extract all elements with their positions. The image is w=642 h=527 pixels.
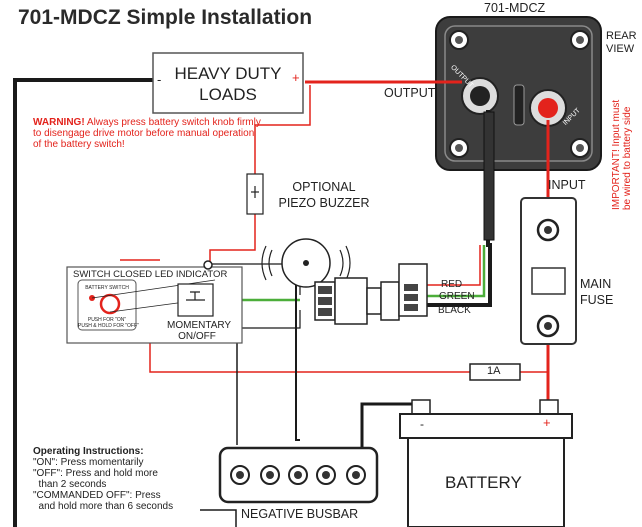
piezo-buzzer: [261, 238, 351, 288]
led-symbol: [203, 260, 213, 270]
negative-busbar-label: NEGATIVE BUSBAR: [241, 507, 359, 521]
piezo-line-1: OPTIONAL: [292, 180, 356, 194]
inline-1a-fuse: [469, 363, 521, 381]
panel-push-off: PUSH & HOLD FOR "OFF": [78, 323, 139, 329]
wire-red-label: RED: [441, 279, 463, 290]
main-fuse: [520, 197, 577, 345]
warning-body: Always press battery switch knob firmly …: [33, 117, 261, 150]
instruction-line: "OFF": Press and hold more: [33, 468, 158, 479]
switch-model-label: 701-MDCZ: [484, 1, 546, 15]
important-note: IMPORTANT! Input must be wired to batter…: [611, 100, 633, 210]
panel-button[interactable]: [99, 293, 121, 315]
instruction-line: "COMMANDED OFF": Press: [33, 490, 161, 501]
loads-minus: -: [157, 72, 162, 87]
warning-text: WARNING! Always press battery switch kno…: [33, 117, 265, 150]
piezo-buzzer-label: OPTIONAL PIEZO BUZZER: [274, 179, 374, 211]
output-cable-sleeve: [483, 111, 495, 241]
battery: [399, 399, 573, 527]
operating-instructions: Operating Instructions: "ON": Press mome…: [33, 446, 173, 512]
thin-red-wires: [120, 85, 548, 373]
warning-bold: WARNING!: [33, 117, 85, 128]
rear-view-line-2: VIEW: [606, 43, 635, 55]
wire-black-label: BLACK: [438, 305, 471, 316]
positive-wires: [305, 80, 550, 404]
connector-harness: [314, 263, 428, 325]
heavy-duty-line: HEAVY DUTY: [174, 64, 282, 83]
led-indicator-label: SWITCH CLOSED LED INDICATOR: [73, 269, 228, 280]
rear-view-label: REAR VIEW: [606, 30, 637, 56]
page-title: 701-MDCZ Simple Installation: [18, 6, 313, 29]
inline-fuse-label: 1A: [487, 365, 501, 377]
busbar-wires: [236, 242, 420, 458]
instruction-line: than 2 seconds: [33, 479, 107, 490]
main-fuse-line-2: FUSE: [580, 293, 614, 307]
panel-push-text: PUSH FOR "ON" PUSH & HOLD FOR "OFF": [78, 317, 139, 329]
battery-plus: +: [543, 415, 551, 430]
input-label: INPUT: [548, 178, 586, 192]
main-fuse-label: MAIN FUSE: [580, 276, 613, 308]
piezo-line-2: PIEZO BUZZER: [278, 196, 370, 210]
instructions-heading: Operating Instructions:: [33, 446, 144, 457]
loads-line: LOADS: [199, 85, 257, 104]
wire-green-label: GREEN: [439, 291, 475, 302]
negative-busbar: [218, 446, 379, 504]
momentary-label: MOMENTARY ON/OFF: [167, 320, 232, 342]
momentary-line-2: ON/OFF: [178, 331, 216, 342]
rear-view-line-1: REAR: [606, 30, 637, 42]
battery-minus: -: [420, 417, 424, 431]
panel-push-on: PUSH FOR "ON": [87, 317, 127, 323]
battery-label: BATTERY: [445, 473, 522, 492]
heavy-duty-loads-box: [152, 52, 304, 114]
battery-switch-body: [435, 16, 602, 171]
instruction-line: "ON": Press momentarily: [33, 457, 144, 468]
momentary-line-1: MOMENTARY: [167, 320, 232, 331]
instruction-line: and hold more than 6 seconds: [33, 501, 174, 512]
loads-plus: +: [292, 70, 300, 85]
important-note-line-2: be wired to battery side: [622, 106, 633, 210]
output-label: OUTPUT: [384, 86, 436, 100]
important-note-line-1: IMPORTANT! Input must: [611, 99, 622, 210]
panel-label: BATTERY SWITCH: [85, 285, 129, 291]
heavy-duty-loads-label: HEAVY DUTY LOADS: [163, 63, 293, 105]
main-fuse-line-1: MAIN: [580, 277, 612, 291]
